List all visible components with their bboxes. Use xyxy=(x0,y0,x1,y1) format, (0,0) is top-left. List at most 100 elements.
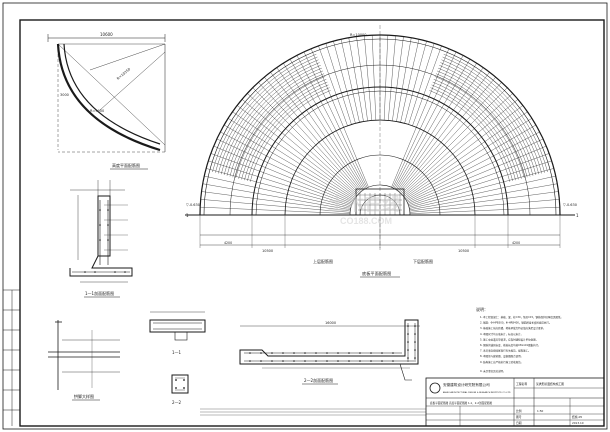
plan-ring-left xyxy=(229,70,324,177)
note-line: 8. 本图须与建筑图、设备图配合使用。 xyxy=(480,354,523,358)
rebar-dot xyxy=(337,360,339,362)
plan-radial-bar xyxy=(201,191,351,212)
rebar-dot xyxy=(304,360,306,362)
rebar-dot xyxy=(315,360,317,362)
notes-heading: 说明： xyxy=(476,306,488,312)
plan-ring-right xyxy=(439,65,537,176)
main-plan-radius: R=10000 xyxy=(350,33,367,37)
rebar-dot xyxy=(249,352,251,354)
plan-ring-left xyxy=(241,81,328,180)
plan-radial-bar xyxy=(303,51,368,188)
plan-radial-bar xyxy=(404,111,528,198)
plan-radial-bar xyxy=(403,105,523,197)
rebar-dot xyxy=(260,360,262,362)
watermark-main: 土木在线 xyxy=(328,193,400,214)
main-plan-dim-right-seg: 4200 xyxy=(512,241,520,245)
plan-radial-bar xyxy=(397,67,484,191)
main-plan-left-label: 上层配筋图 xyxy=(313,258,333,264)
plan-radial-bar xyxy=(325,43,352,125)
title-block-sheet-label: 图号 xyxy=(516,415,522,419)
main-plan-dim-left: 10500 xyxy=(262,249,273,253)
plan-radial-bar xyxy=(283,63,365,190)
plan-radial-bar xyxy=(402,99,519,196)
plan-ring-right xyxy=(436,70,531,177)
left-plan-side-dim: 3000 xyxy=(60,93,69,97)
rebar-dot xyxy=(293,360,295,362)
detail-1-1-title: 1—1 xyxy=(172,350,182,355)
rebar-dot xyxy=(271,352,273,354)
plan-radial-bar xyxy=(364,35,372,121)
anchor-detail-title: 拱脚大样图 xyxy=(74,393,94,399)
rebar-dot xyxy=(304,352,306,354)
plan-radial-bar xyxy=(398,72,490,192)
main-plan-right-label: 下层配筋图 xyxy=(413,258,433,264)
notes-body: 1. 本工程混凝土：基础、梁、柱C30，垫层C15，钢筋保护层厚度见图纸。2. … xyxy=(480,315,563,373)
plan-radial-bar xyxy=(396,37,412,122)
plan-radial-bar xyxy=(348,37,364,122)
plan-radial-bar xyxy=(276,67,363,191)
plan-ring-right xyxy=(433,79,522,179)
rebar-dot xyxy=(414,357,416,359)
rebar-dot xyxy=(282,360,284,362)
plan-radial-bar xyxy=(409,191,559,212)
plan-radial-bar xyxy=(409,199,560,213)
plan-ring-left xyxy=(238,79,327,179)
rebar-dot xyxy=(414,349,416,351)
plan-radial-bar xyxy=(394,59,471,190)
main-plan-elev-right: ▽-0.630 xyxy=(563,203,577,207)
rebar-dot xyxy=(326,352,328,354)
title-block-company-en: ANHUI ARCHITECTURAL DESIGN & RESEARCH IN… xyxy=(443,391,511,394)
note-line: 4. 本图尺寸均以毫米计，标高以米计。 xyxy=(480,332,523,336)
plan-ring-left xyxy=(250,90,331,182)
section-1-1-title: 1—1剖面配筋图 xyxy=(85,290,114,296)
binding-strip xyxy=(3,289,20,426)
section-1-1 xyxy=(69,180,133,283)
main-plan-elev-left: ▽-0.630 xyxy=(186,203,200,207)
plan-radial-bar xyxy=(241,99,358,196)
plan-ring-left xyxy=(220,62,320,175)
rebar-dot xyxy=(414,325,416,327)
plan-ring-right xyxy=(430,87,513,181)
title-block-drawing-name: 底板平面配筋图 高度平面配筋图 1-1、2-2剖面配筋图 xyxy=(430,401,492,405)
rebar-dot xyxy=(359,360,361,362)
plan-radial-bar xyxy=(224,124,355,201)
rebar-dot xyxy=(414,341,416,343)
note-line: 9. 结构施工应严格执行施工验收规范。 xyxy=(480,360,523,364)
title-block-date-label: 日期 xyxy=(516,421,522,425)
note-line: 3. 基础施工前应验槽，地基承载力特征值应满足设计要求。 xyxy=(480,326,546,330)
plan-radial-bar xyxy=(310,48,369,188)
rebar-dot xyxy=(293,352,295,354)
plan-ring-left xyxy=(218,59,319,174)
plan-radial-bar xyxy=(200,199,351,213)
section-2-2 xyxy=(239,319,420,381)
title-block-scale-label: 比例 xyxy=(516,409,522,413)
left-plan-view xyxy=(47,34,166,153)
rebar-dot xyxy=(407,333,409,335)
center-opening xyxy=(355,188,405,216)
rebar-dot xyxy=(260,352,262,354)
rebar-dot xyxy=(407,341,409,343)
left-plan-radius-small: R=9900 xyxy=(90,109,104,113)
plan-ring-left xyxy=(212,53,317,173)
title-block-sheet: 结施-05 xyxy=(572,415,582,419)
plan-radial-bar xyxy=(408,43,435,125)
plan-ring-right xyxy=(438,67,534,176)
title-block-company: 安徽建筑设计研究院有限公司 xyxy=(443,382,490,387)
rebar-dot xyxy=(315,352,317,354)
plan-radial-bar xyxy=(258,82,360,193)
plan-radial-bar xyxy=(409,206,560,214)
left-plan-title: 高度平面配筋图 xyxy=(112,162,140,168)
title-block xyxy=(425,377,605,427)
plan-radial-bar xyxy=(409,175,556,209)
rebar-dot xyxy=(337,352,339,354)
plan-radial-bar xyxy=(208,160,352,207)
inner-frame xyxy=(19,19,605,427)
section-2-2-rebar-dots xyxy=(249,325,416,362)
rebar-dot xyxy=(407,325,409,327)
plan-radial-bar xyxy=(405,118,532,200)
rebar-dot xyxy=(370,360,372,362)
rebar-dot xyxy=(370,352,372,354)
plan-radial-bar xyxy=(383,35,389,121)
main-plan-title: 底板平面配筋图 xyxy=(362,270,391,277)
